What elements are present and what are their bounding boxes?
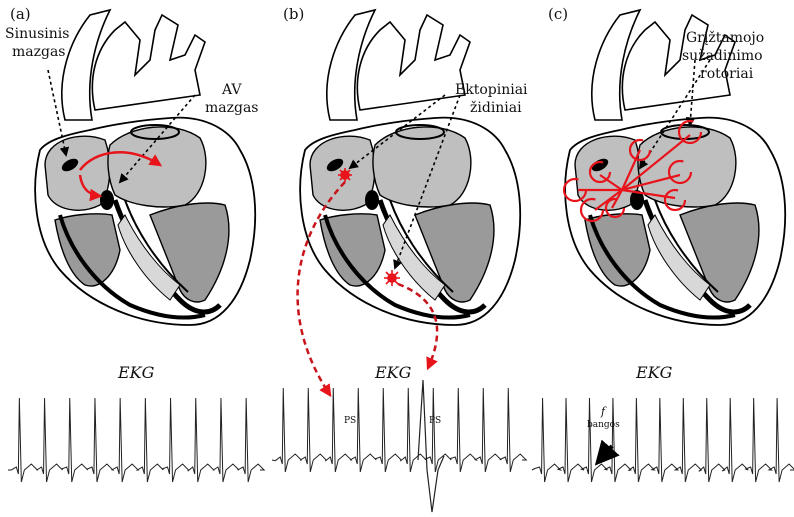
heart-diagram-a [35, 10, 255, 325]
panel-letter-a: (a) [10, 5, 31, 23]
label-rotor-2: sužadinimo [682, 48, 763, 64]
ekg-trace-b [272, 380, 526, 512]
panel-letter-b: (b) [283, 5, 304, 23]
label-ectopic-2: židiniai [470, 100, 522, 116]
ekg-trace-c [532, 398, 794, 482]
ekg-trace-a [8, 398, 264, 482]
f-wave-label: bangos [587, 420, 620, 430]
ekg-title-b: EKG [375, 363, 411, 382]
heart-diagram-b [298, 10, 521, 395]
label-av-node-1: AV [222, 82, 242, 98]
f-wave-symbol: f [601, 405, 605, 418]
ps-label-left: PS [344, 416, 356, 426]
label-ectopic-1: Ektopiniai [455, 82, 528, 98]
label-rotor-3: rotoriai [700, 66, 753, 82]
ekg-title-c: EKG [636, 363, 672, 382]
panel-letter-c: (c) [548, 5, 568, 23]
label-sinus-node-2: mazgas [12, 44, 66, 60]
label-av-node-2: mazgas [205, 100, 259, 116]
f-wave-arrow [598, 446, 612, 462]
ps-label-right: PS [429, 416, 441, 426]
label-sinus-node-1: Sinusinis [5, 26, 69, 42]
ectopic-focus-ventricular [384, 270, 400, 286]
ectopic-focus-atrial [338, 168, 352, 182]
av-node [100, 190, 114, 210]
label-rotor-1: Grįžtamojo [686, 30, 764, 46]
ekg-title-a: EKG [118, 363, 154, 382]
